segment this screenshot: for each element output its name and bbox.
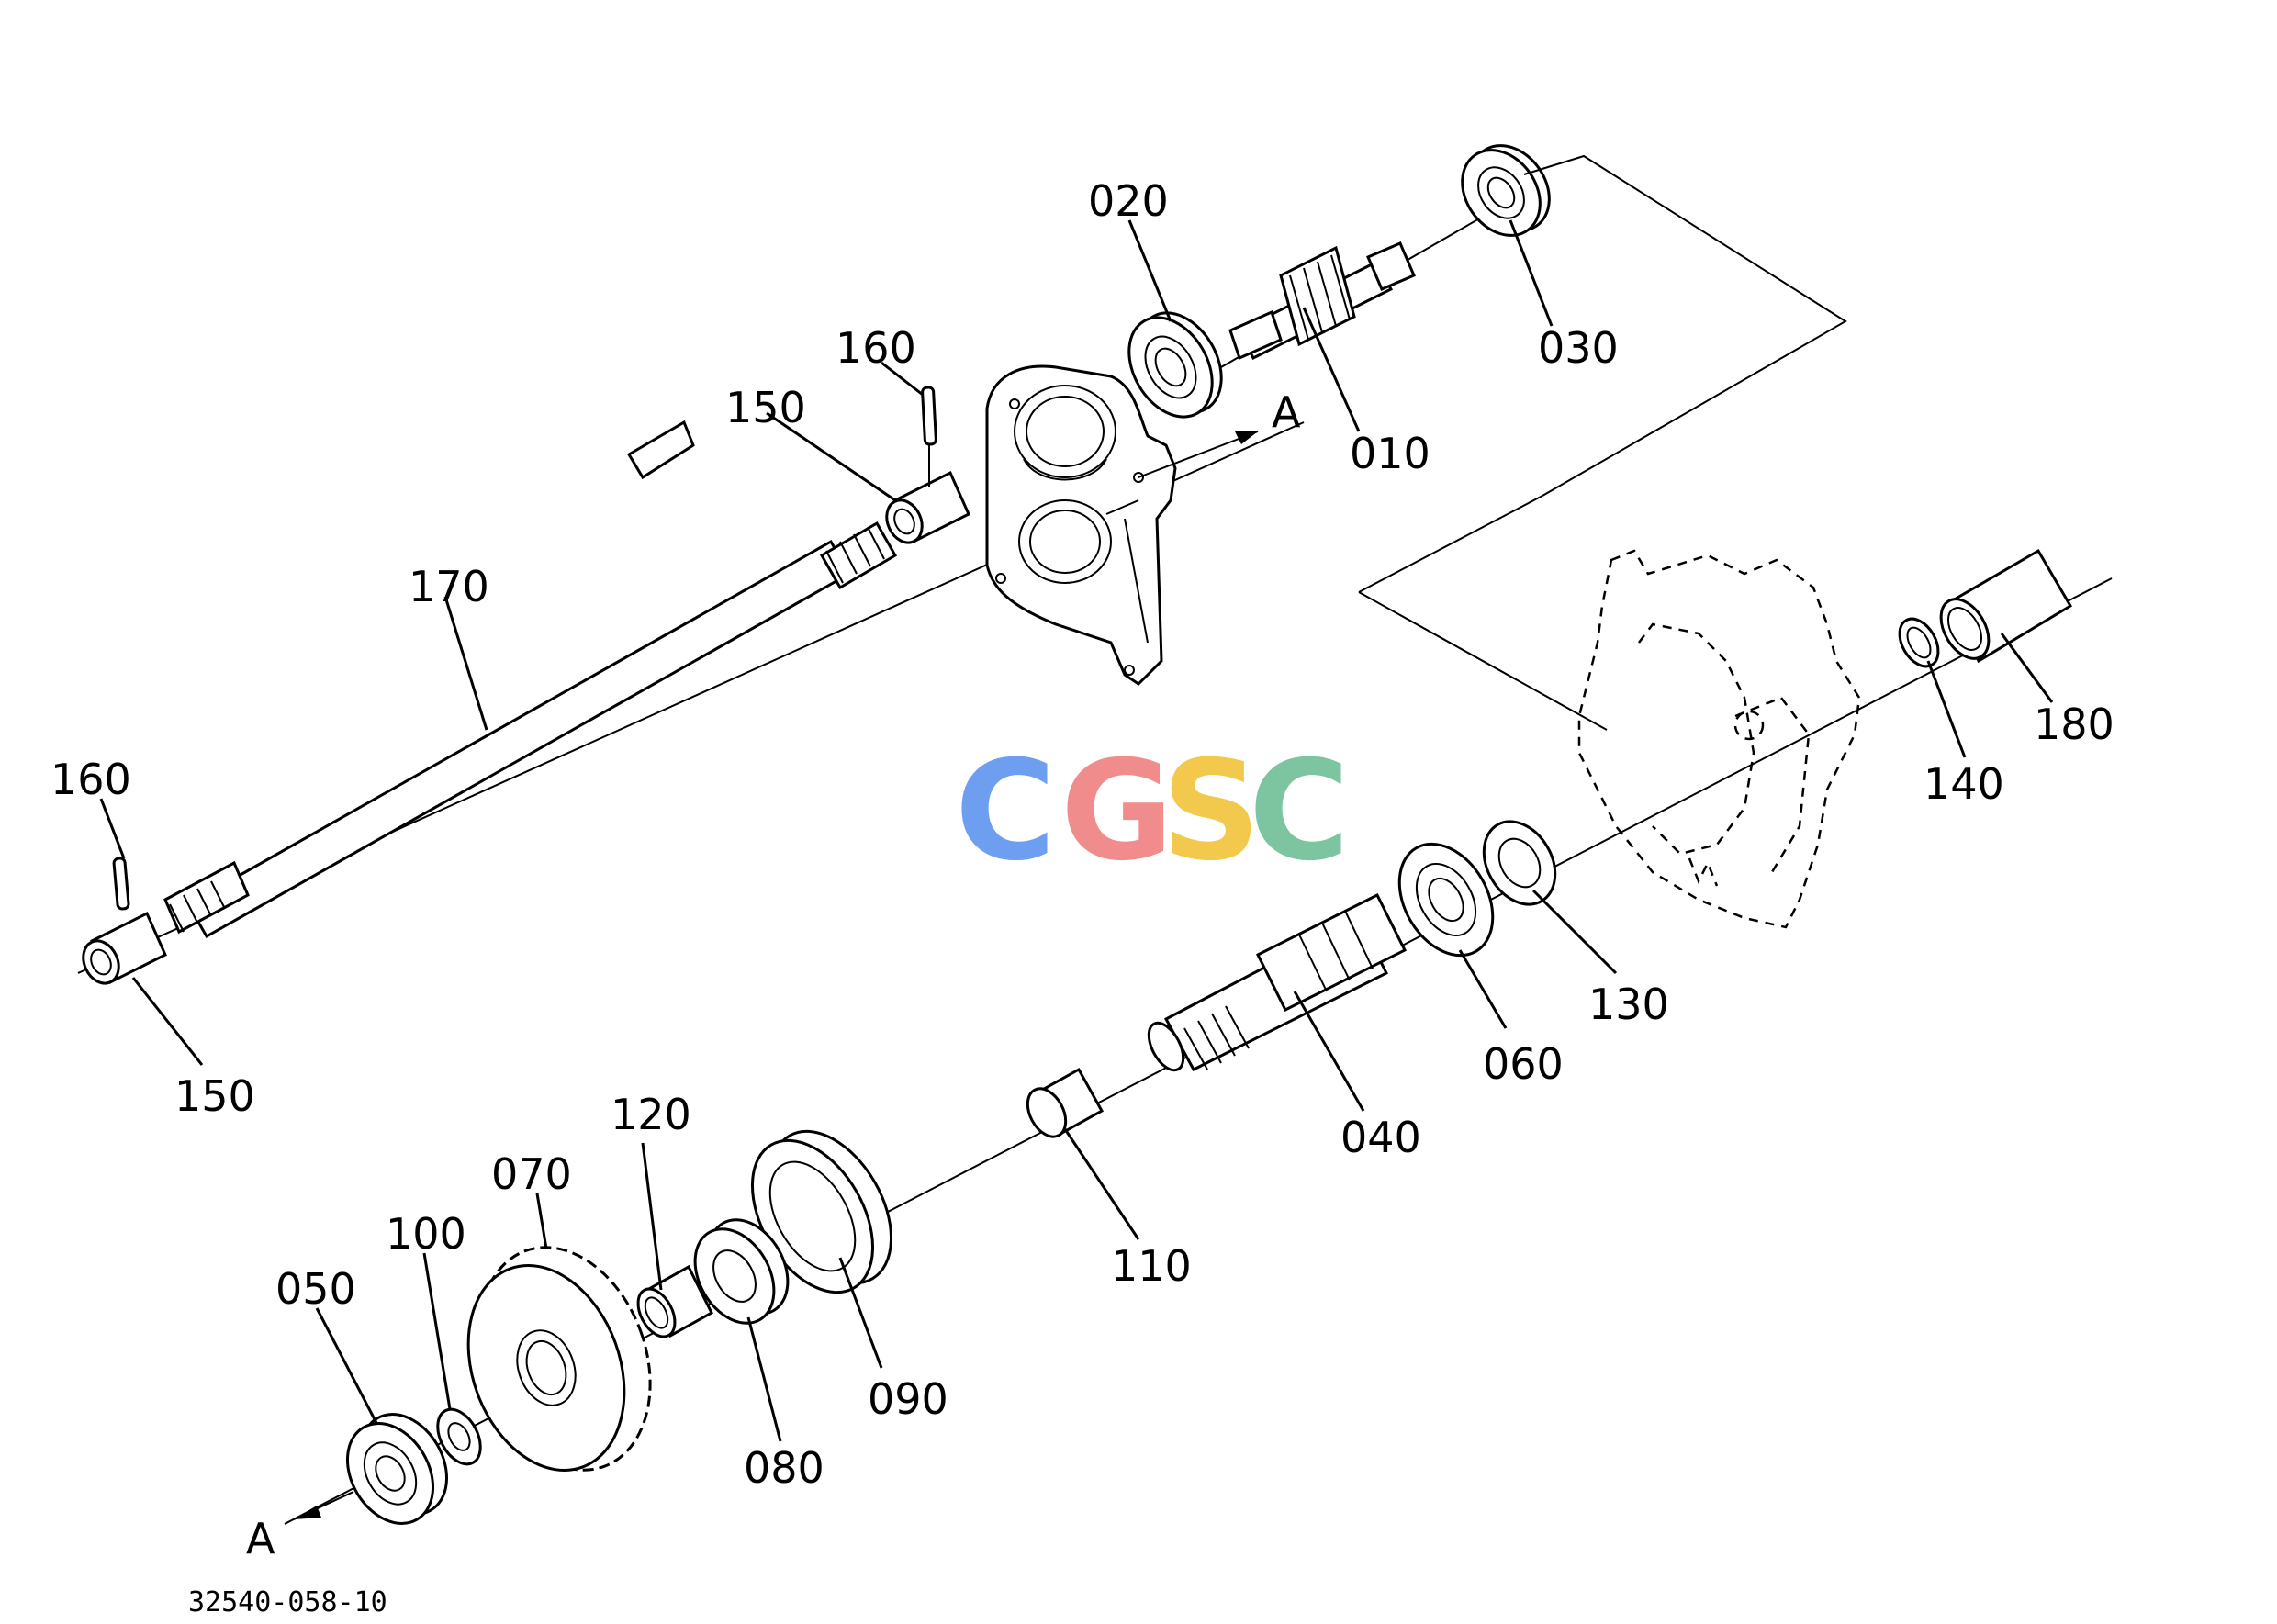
label-140: 140 (1924, 759, 2004, 809)
label-070: 070 (491, 1149, 572, 1199)
spring-pin-160-top (921, 386, 937, 487)
needle-bearing-120 (636, 1264, 713, 1338)
label-120: 120 (611, 1090, 691, 1139)
output-shaft-040 (1147, 892, 1408, 1072)
label-060: 060 (1483, 1039, 1564, 1089)
label-150-bottom: 150 (174, 1071, 255, 1121)
needle-bearing-150-top (885, 470, 970, 544)
view-marker-a-bottom: A (246, 1514, 275, 1563)
label-100: 100 (386, 1209, 466, 1259)
ball-bearing-130 (1482, 820, 1557, 906)
ball-bearing-020 (1127, 311, 1223, 419)
label-170: 170 (409, 562, 489, 611)
projection-plane-lower (1358, 591, 1608, 731)
gear-070 (466, 1246, 652, 1472)
ball-bearing-050 (345, 1413, 449, 1525)
label-090: 090 (868, 1374, 948, 1424)
shifter-gear-080 (693, 1218, 790, 1325)
label-130: 130 (1588, 980, 1669, 1029)
transmission-case (1577, 549, 1861, 929)
label-110: 110 (1111, 1241, 1192, 1291)
label-160-top: 160 (836, 323, 916, 373)
label-040: 040 (1340, 1113, 1421, 1162)
label-180: 180 (2034, 700, 2114, 749)
label-150-top: 150 (725, 383, 806, 432)
leader-lines (99, 219, 2054, 1442)
needle-bearing-150-left (82, 911, 167, 985)
spring-pin-160-left (112, 857, 130, 911)
watermark-letter-g: G (1060, 732, 1173, 891)
label-010: 010 (1350, 429, 1430, 478)
gear-case-plate (985, 364, 1177, 686)
collar-110 (1026, 1067, 1105, 1138)
label-080: 080 (744, 1443, 824, 1493)
drawing-number: 32540-058-10 (188, 1586, 387, 1618)
watermark: C G S C (955, 732, 1350, 891)
shaft-170 (163, 420, 898, 939)
oil-seal-140 (1898, 617, 1940, 668)
watermark-letter-s: S (1161, 732, 1261, 891)
label-030: 030 (1538, 323, 1619, 373)
projection-plane-upper (1523, 154, 1847, 497)
label-020: 020 (1088, 176, 1169, 226)
ball-bearing-030 (1461, 144, 1551, 237)
watermark-letter-c1: C (955, 732, 1056, 891)
part-labels: 020 010 030 160 150 170 160 150 040 060 … (50, 176, 2114, 1493)
view-arrow-a-top: A (1138, 387, 1301, 478)
washer-100 (436, 1407, 482, 1466)
pinion-shaft-010 (1228, 241, 1416, 361)
view-arrow-a-bottom: A (246, 1491, 354, 1563)
collar-180 (1939, 548, 2073, 664)
label-050: 050 (275, 1264, 356, 1314)
label-160-left: 160 (50, 755, 131, 804)
view-marker-a-top: A (1272, 387, 1301, 437)
ball-bearing-060 (1397, 842, 1495, 958)
watermark-letter-c2: C (1249, 732, 1350, 891)
